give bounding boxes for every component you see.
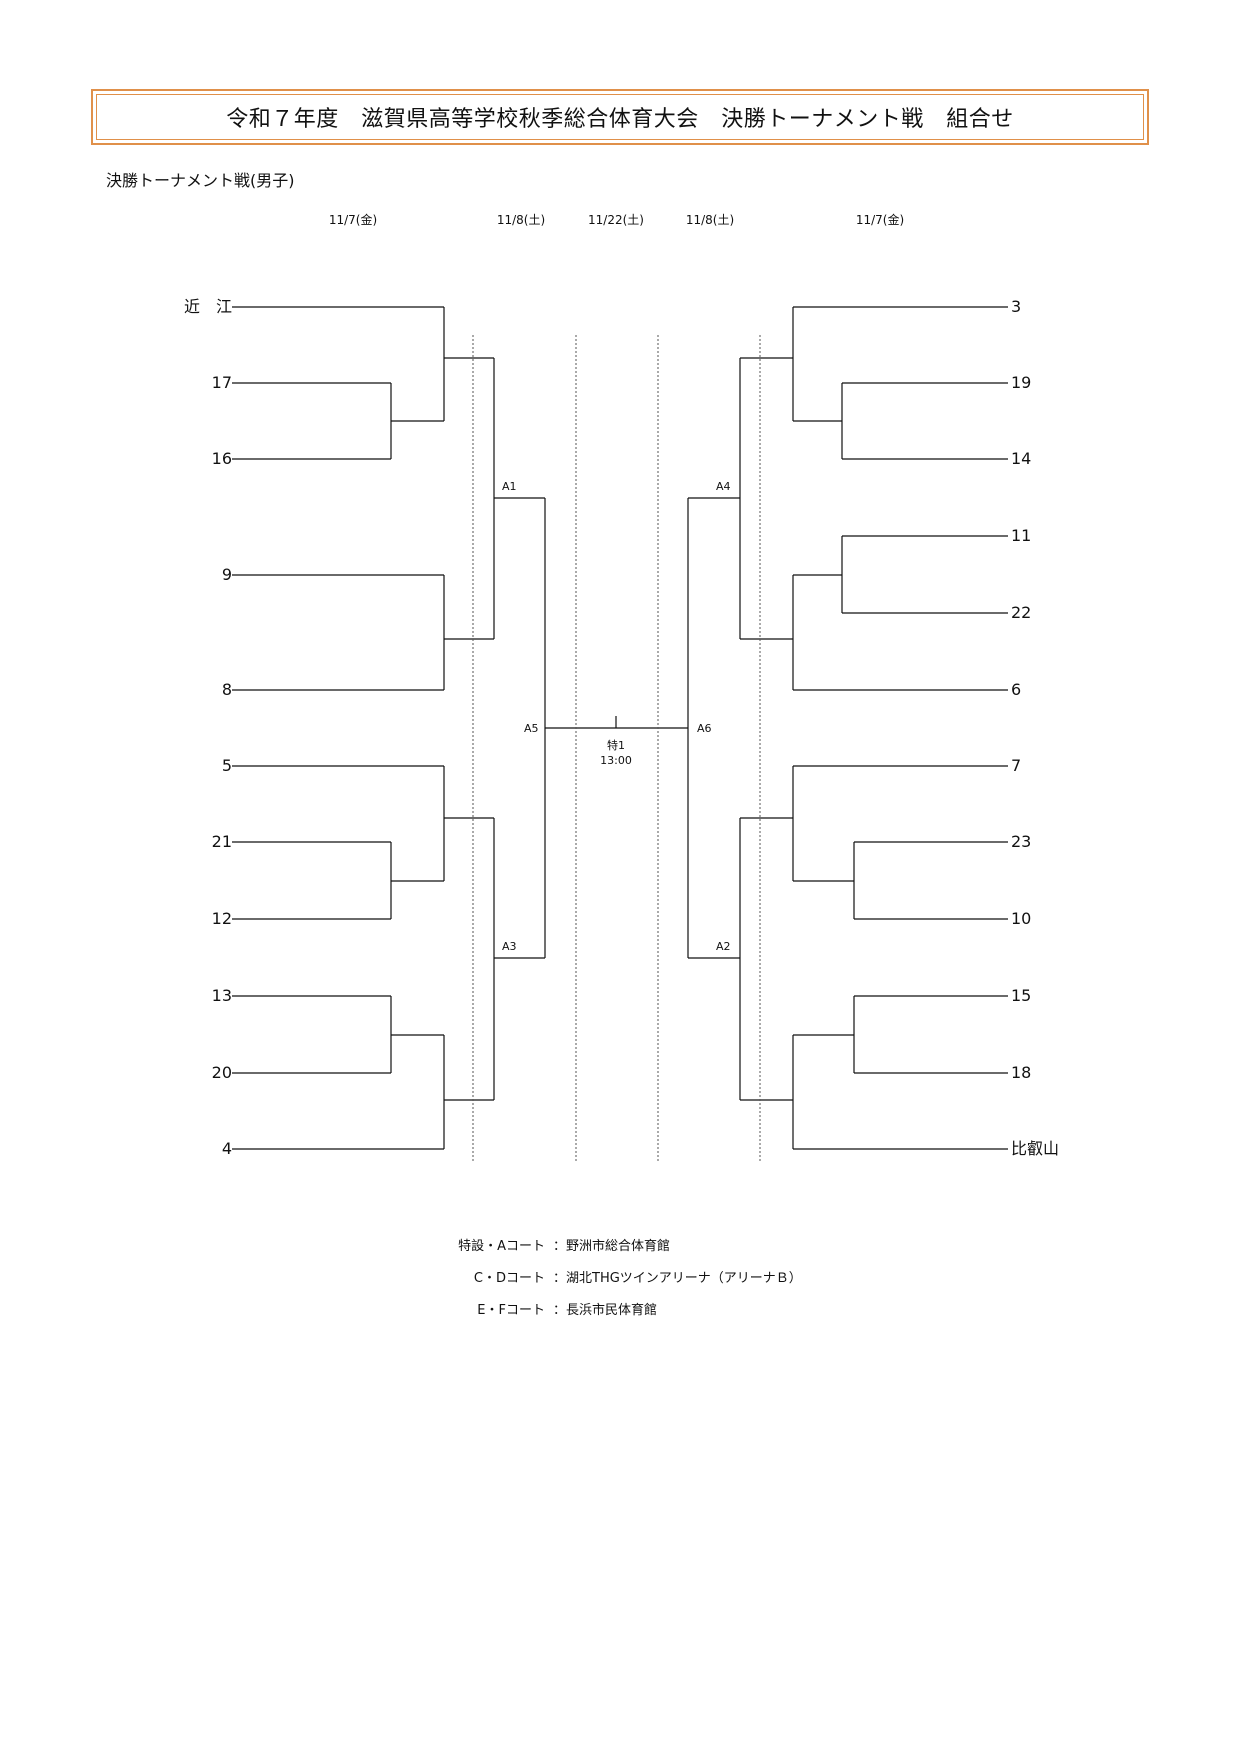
right-team-2: 19: [1011, 373, 1032, 392]
right-team-10: 15: [1011, 986, 1032, 1005]
venue-courts: E・Fコート: [477, 1302, 545, 1318]
venue-list: 特設・Aコート ：野洲市総合体育館 C・Dコート ：湖北THGツインアリーナ（ア…: [455, 1228, 802, 1324]
section-label: 決勝トーナメント戦(男子): [106, 171, 295, 190]
match-label-a2: A2: [716, 940, 731, 953]
right-team-6: 6: [1011, 680, 1022, 699]
venue-courts: 特設・Aコート: [458, 1238, 545, 1254]
date-left-round2: 11/8(土): [496, 213, 546, 227]
right-team-3: 14: [1011, 449, 1032, 468]
left-team-9: 13: [211, 986, 232, 1005]
venue-name: ：長浜市民体育館: [553, 1302, 658, 1318]
left-team-2: 17: [211, 373, 232, 392]
right-team-9: 10: [1011, 909, 1032, 928]
left-team-3: 16: [211, 449, 232, 468]
date-right-round1: 11/7(金): [855, 213, 905, 227]
left-bracket: [232, 306, 616, 1150]
venue-row: 特設・Aコート ：野洲市総合体育館: [455, 1228, 802, 1260]
date-final: 11/22(土): [588, 213, 644, 227]
match-label-a4: A4: [716, 480, 731, 493]
match-label-a5: A5: [524, 722, 539, 735]
venue-row: C・Dコート ：湖北THGツインアリーナ（アリーナＢ）: [455, 1260, 802, 1292]
day-separators: [472, 335, 761, 1162]
left-team-10: 20: [211, 1063, 232, 1082]
date-left-round1: 11/7(金): [328, 213, 378, 227]
right-team-12: 比叡山: [1011, 1139, 1060, 1158]
venue-row: E・Fコート ：長浜市民体育館: [455, 1292, 802, 1324]
right-team-4: 11: [1011, 526, 1032, 545]
special-match: 特1 13:00: [600, 738, 632, 768]
left-team-8: 12: [211, 909, 232, 928]
match-label-a3: A3: [502, 940, 517, 953]
title-box: 令和７年度 滋賀県高等学校秋季総合体育大会 決勝トーナメント戦 組合せ: [91, 89, 1149, 145]
right-team-8: 23: [1011, 832, 1032, 851]
right-team-5: 22: [1011, 603, 1032, 622]
left-team-4: 9: [221, 565, 232, 584]
special-match-time: 13:00: [600, 754, 632, 767]
right-team-7: 7: [1011, 756, 1022, 775]
right-bracket: [616, 306, 1008, 1150]
page-title: 令和７年度 滋賀県高等学校秋季総合体育大会 決勝トーナメント戦 組合せ: [226, 107, 1014, 132]
date-right-round2: 11/8(土): [685, 213, 735, 227]
match-label-a1: A1: [502, 480, 517, 493]
left-team-7: 21: [211, 832, 232, 851]
left-team-1: 近 江: [183, 297, 232, 316]
venue-name: ：野洲市総合体育館: [553, 1238, 671, 1254]
left-team-11: 4: [221, 1139, 232, 1158]
right-team-1: 3: [1011, 297, 1022, 316]
left-team-6: 5: [221, 756, 232, 775]
venue-courts: C・Dコート: [473, 1270, 545, 1286]
match-label-a6: A6: [697, 722, 712, 735]
venue-name: ：湖北THGツインアリーナ（アリーナＢ）: [553, 1270, 802, 1286]
special-match-label: 特1: [606, 739, 625, 752]
left-team-5: 8: [221, 680, 232, 699]
right-team-11: 18: [1011, 1063, 1032, 1082]
